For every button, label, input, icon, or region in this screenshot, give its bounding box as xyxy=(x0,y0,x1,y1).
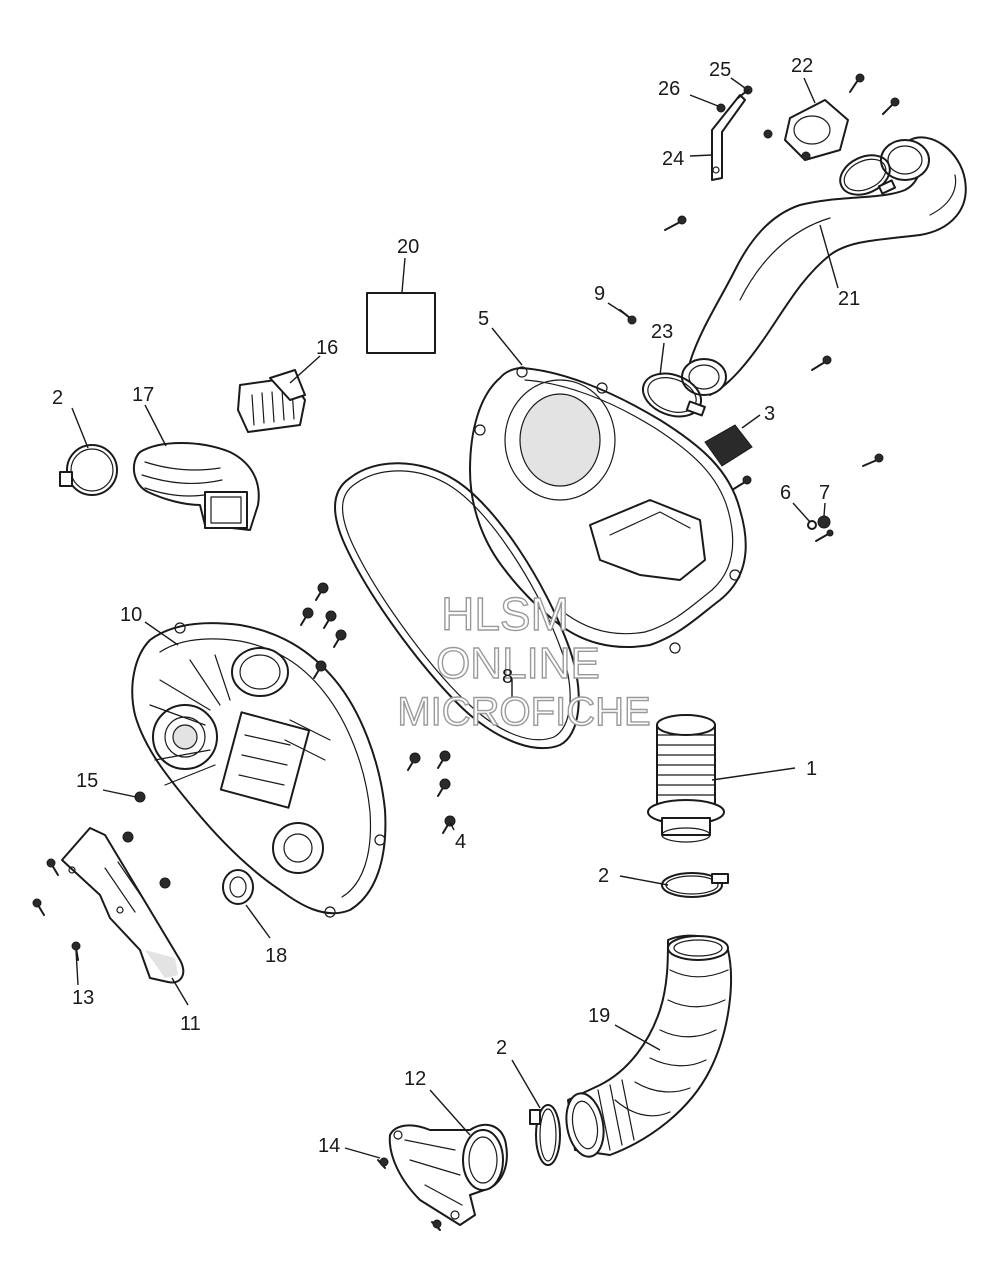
callout-8: 8 xyxy=(502,666,513,688)
part-8-drive-belt xyxy=(333,462,580,750)
callout-2-mid: 2 xyxy=(598,865,609,887)
callout-3: 3 xyxy=(764,403,775,425)
watermark: HLSM ONLINE MICROFICHE xyxy=(397,587,652,734)
callout-2-left: 2 xyxy=(52,387,63,409)
screws-upper-right xyxy=(619,73,900,491)
callout-14: 14 xyxy=(318,1135,340,1157)
watermark-line-3: MICROFICHE xyxy=(397,690,650,734)
callout-18: 18 xyxy=(265,945,287,967)
part-2-hose-clamp-left xyxy=(59,444,118,496)
callout-23: 23 xyxy=(651,321,673,343)
part-24-bracket xyxy=(711,94,746,181)
part-16-filter-grille xyxy=(237,369,306,433)
callout-12: 12 xyxy=(404,1068,426,1090)
callout-26: 26 xyxy=(658,78,680,100)
part-7-nut xyxy=(815,515,834,542)
callout-1: 1 xyxy=(806,758,817,780)
callout-9: 9 xyxy=(594,283,605,305)
part-18-seal-ring xyxy=(222,869,254,905)
part-25-bolt xyxy=(737,85,753,99)
part-17-intake-boot xyxy=(132,442,260,531)
callout-20: 20 xyxy=(397,236,419,258)
part-6-washer xyxy=(807,520,817,530)
part-14-screws xyxy=(377,1157,442,1231)
callout-7: 7 xyxy=(819,482,830,504)
callout-labels: 1 2 2 2 3 4 5 6 7 8 9 10 11 12 13 14 15 … xyxy=(52,55,860,1157)
callout-15: 15 xyxy=(76,770,98,792)
part-23-hose-clamp xyxy=(641,372,706,418)
callout-13: 13 xyxy=(72,987,94,1009)
part-5-outer-cover xyxy=(469,366,747,654)
callout-5: 5 xyxy=(478,308,489,330)
callout-25: 25 xyxy=(709,59,731,81)
part-10-inner-cover xyxy=(131,622,387,918)
part-11-heat-shield xyxy=(61,827,185,984)
part-3-label xyxy=(704,424,753,467)
callout-10: 10 xyxy=(120,604,142,626)
callout-22: 22 xyxy=(791,55,813,77)
part-19-lower-boot xyxy=(565,934,732,1158)
part-15-nuts xyxy=(122,791,171,889)
hose-clamp-upper xyxy=(839,154,897,196)
callout-19: 19 xyxy=(588,1005,610,1027)
callout-21: 21 xyxy=(838,288,860,310)
bolts-middle xyxy=(300,582,456,834)
callout-2-bottom: 2 xyxy=(496,1037,507,1059)
part-22-outlet-fitting xyxy=(763,99,849,161)
callout-17: 17 xyxy=(132,384,154,406)
leader-lines xyxy=(71,77,839,1159)
callout-11: 11 xyxy=(180,1013,201,1035)
part-26-nut xyxy=(716,103,726,113)
callout-4: 4 xyxy=(455,831,466,853)
part-2-hose-clamp-bottom xyxy=(529,1104,561,1166)
part-12-lower-duct xyxy=(388,1123,508,1226)
part-20-label xyxy=(366,292,436,354)
part-2-hose-clamp-mid xyxy=(661,872,729,898)
callout-16: 16 xyxy=(316,337,338,359)
callout-24: 24 xyxy=(662,148,684,170)
watermark-line-1: HLSM xyxy=(441,588,569,640)
part-1-air-filter xyxy=(647,714,725,843)
part-21-intake-duct xyxy=(681,136,967,396)
part-13-screws xyxy=(32,858,81,961)
watermark-line-2: ONLINE xyxy=(436,639,600,688)
callout-6: 6 xyxy=(780,482,791,504)
